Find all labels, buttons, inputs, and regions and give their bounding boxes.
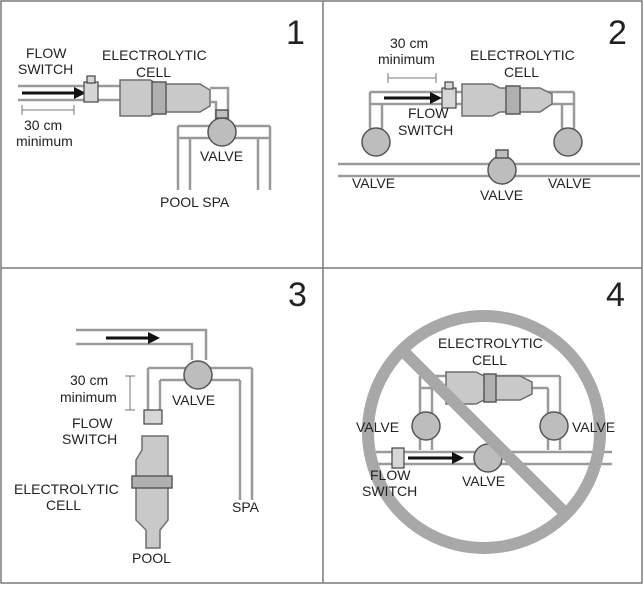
label-valve: VALVE	[200, 148, 243, 164]
label-flow-switch-1: FLOW	[26, 45, 67, 61]
cell-band	[131, 475, 173, 489]
valve-handle	[215, 109, 229, 119]
label-cell-1: ELECTROLYTIC	[14, 481, 119, 497]
label-cell-2: CELL	[504, 64, 539, 80]
flow-switch	[391, 447, 405, 469]
electrolytic-cell	[135, 435, 169, 549]
prohibited-circle	[362, 310, 606, 554]
panel-3: 3 30 cm minimum VALVE FLOW SWITCH ELECTR…	[14, 276, 307, 566]
valve-left	[361, 127, 391, 157]
bypass-risers	[368, 92, 576, 140]
label-flow-switch-1: FLOW	[370, 467, 411, 483]
label-pool-spa: POOL SPA	[160, 194, 230, 210]
label-cell-1: ELECTROLYTIC	[102, 47, 207, 63]
cell-band	[151, 81, 167, 115]
panel-number: 2	[608, 14, 627, 52]
panel-number: 1	[286, 14, 305, 52]
label-flow-switch-2: SWITCH	[398, 122, 453, 138]
label-valve-middle: VALVE	[480, 187, 523, 203]
valve	[207, 117, 237, 147]
label-cell-2: CELL	[136, 64, 171, 80]
label-flow-switch-1: FLOW	[72, 415, 113, 431]
panel-4: 4 ELECTROLYTIC CELL VALVE VALVE FLOW SWI…	[356, 276, 625, 554]
label-flow-switch-2: SWITCH	[62, 431, 117, 447]
spa-leg	[256, 126, 272, 190]
flow-switch-cap	[86, 75, 96, 84]
valve-middle	[487, 155, 517, 185]
panel-2: 2 30 cm minimum ELECTROLYTIC CELL FLOW S…	[338, 14, 640, 203]
label-cell-2: CELL	[46, 497, 81, 513]
pool-leg	[146, 368, 162, 410]
label-flow-switch-2: SWITCH	[362, 483, 417, 499]
label-valve-left: VALVE	[352, 175, 395, 191]
label-spa: SPA	[232, 499, 260, 515]
arrow-head	[430, 92, 442, 104]
inlet-pipe	[76, 328, 208, 360]
panel-number: 4	[606, 276, 625, 314]
prohibited-slash	[397, 345, 571, 519]
label-valve-bottom: VALVE	[462, 473, 505, 489]
label-dim-1: 30 cm	[70, 372, 108, 388]
label-flow-switch-1: FLOW	[408, 105, 449, 121]
label-dim-1: 30 cm	[24, 117, 62, 133]
label-cell-2: CELL	[472, 352, 507, 368]
label-cell-1: ELECTROLYTIC	[470, 47, 575, 63]
valve	[183, 360, 213, 390]
label-valve: VALVE	[172, 392, 215, 408]
flow-switch	[83, 81, 99, 103]
arrow-head	[74, 87, 86, 99]
label-dim-2: minimum	[16, 133, 73, 149]
label-dim-2: minimum	[378, 51, 435, 67]
label-valve-left: VALVE	[356, 419, 399, 435]
label-dim-1: 30 cm	[390, 35, 428, 51]
label-valve-right: VALVE	[572, 419, 615, 435]
valve-right	[539, 411, 569, 441]
panel-number: 3	[288, 276, 307, 314]
inlet-pipe	[18, 84, 120, 102]
arrow-head	[452, 452, 464, 464]
panel-1: 1 FLOW SWITCH ELECTROLYTIC CELL 30 cm mi…	[16, 14, 305, 210]
label-dim-2: minimum	[60, 389, 117, 405]
flow-switch	[143, 409, 163, 425]
arrow-head	[148, 332, 160, 344]
pool-leg	[176, 126, 192, 190]
label-valve-right: VALVE	[548, 175, 591, 191]
valve-left	[411, 411, 441, 441]
label-flow-switch-2: SWITCH	[18, 61, 73, 77]
valve-right	[553, 127, 583, 157]
label-pool: POOL	[132, 550, 171, 566]
label-cell-1: ELECTROLYTIC	[438, 335, 543, 351]
spa-leg	[238, 368, 254, 500]
